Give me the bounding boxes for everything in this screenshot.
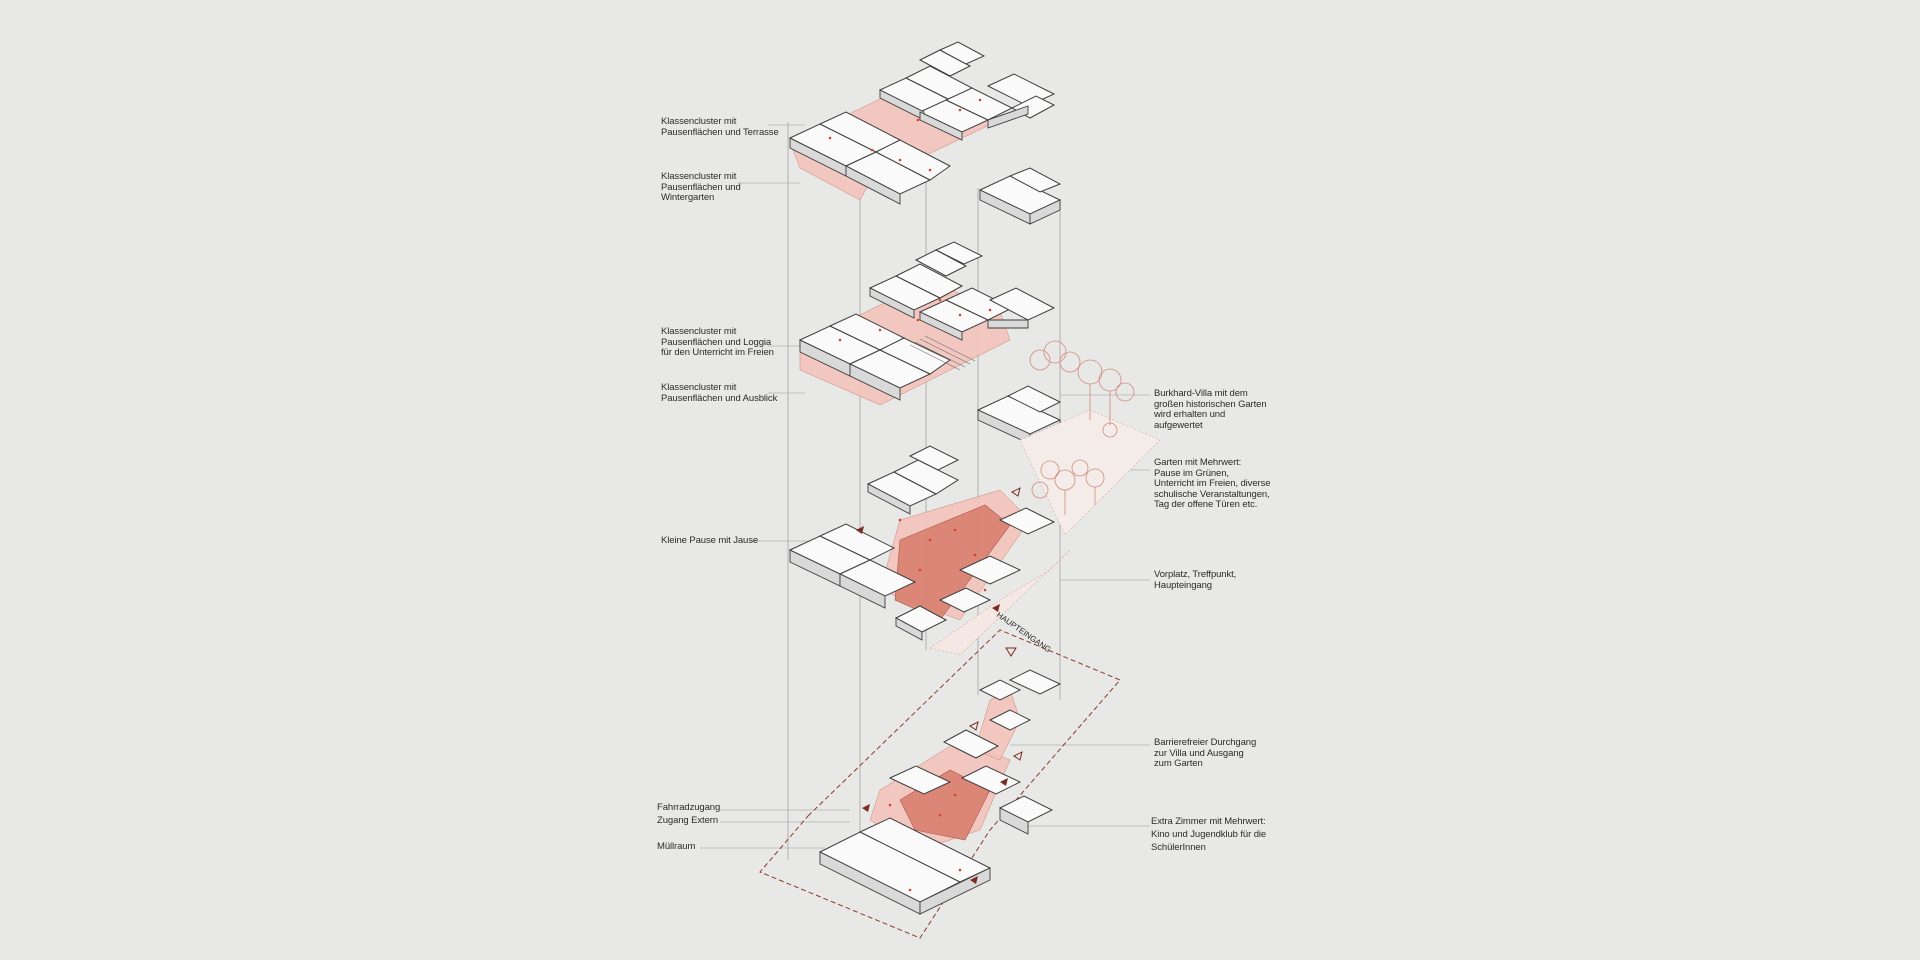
label-klassencluster-wintergarten: Klassencluster mit Pausenflächen und Win… [661,171,741,203]
red-activity-dots [828,98,992,892]
label-klassencluster-ausblick: Klassencluster mit Pausenflächen und Aus… [661,382,778,404]
label-klassencluster-terrasse: Klassencluster mit Pausenflächen und Ter… [661,116,779,138]
level-2-plan [798,241,1062,445]
label-burkhard-villa: Burkhard-Villa mit dem großen historisch… [1154,388,1267,431]
projection-lines [787,122,1061,860]
label-extra-zimmer: Extra Zimmer mit Mehrwert: Kino und Juge… [1151,816,1267,853]
label-muellraum: Müllraum [657,841,696,852]
label-zugang-extern: Zugang Extern [657,815,719,826]
level-3-plan [788,41,1062,225]
label-barrierefrei: Barrierefreier Durchgang zur Villa und A… [1154,737,1257,769]
level-1-plan [788,445,1071,656]
label-fahrradzugang: Fahrradzugang [657,802,721,813]
label-vorplatz: Vorplatz, Treffpunkt, Haupteingang [1154,569,1237,591]
label-garten-mehrwert: Garten mit Mehrwert: Pause im Grünen, Un… [1154,457,1271,510]
label-klassencluster-loggia: Klassencluster mit Pausenflächen und Log… [661,326,774,358]
label-kleine-pause: Kleine Pause mit Jause [661,535,759,546]
villa-garden [1019,340,1161,536]
entrance-arrows [856,487,1023,884]
ground-floor-plan [759,629,1121,939]
